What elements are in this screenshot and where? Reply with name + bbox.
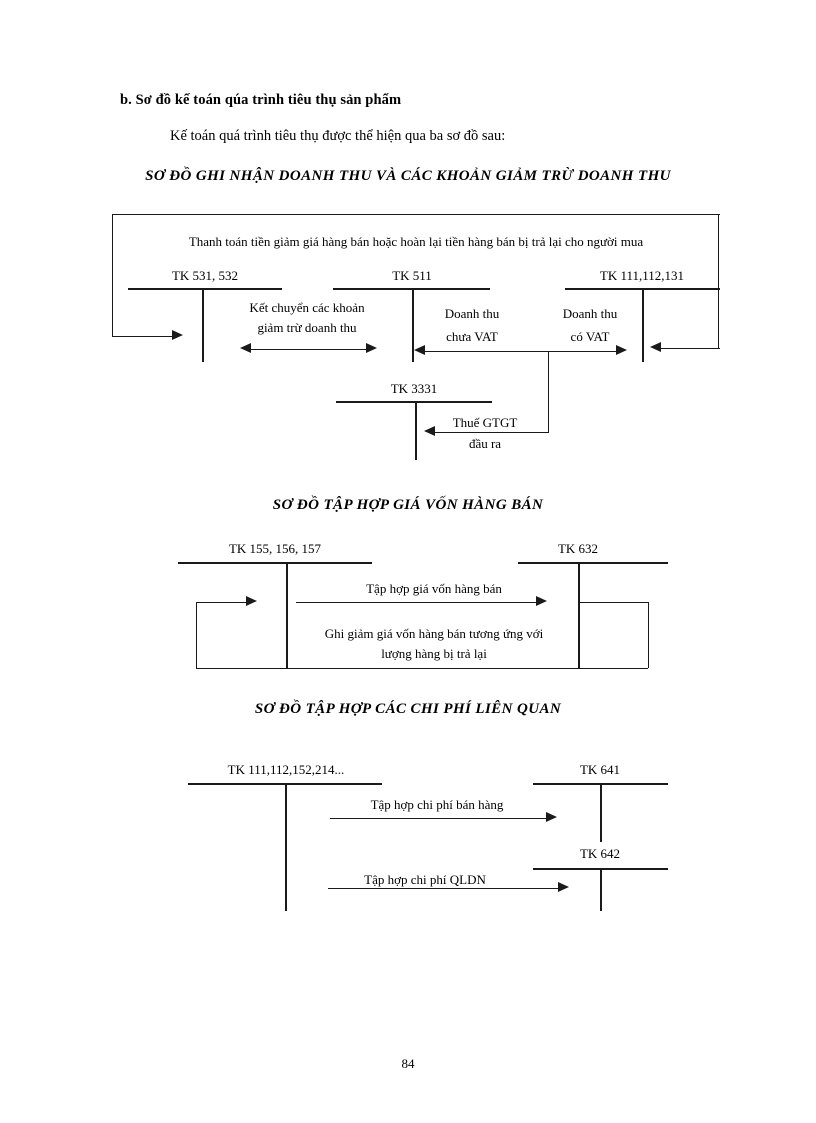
flow-label-selling: Tập hợp chi phí bán hàng xyxy=(370,797,504,812)
revenue-arrow-shaft xyxy=(422,351,618,352)
tk511-stem xyxy=(412,288,414,362)
diagram1-left-riser xyxy=(112,214,113,336)
account-label-tk3331: TK 3331 xyxy=(390,381,438,396)
diagram1-banner-text: Thanh toán tiền giảm giá hàng bán hoặc h… xyxy=(188,234,644,249)
account-label-tk642: TK 642 xyxy=(579,846,621,861)
diagram1-right-arrowhead xyxy=(650,342,661,352)
diagram3-title: SƠ ĐỒ TẬP HỢP CÁC CHI PHÍ LIÊN QUAN xyxy=(254,701,562,717)
selling-arrowhead xyxy=(546,812,557,822)
account-label-tk641: TK 641 xyxy=(579,762,621,777)
admin-arrow-shaft xyxy=(328,888,560,889)
intro-paragraph: Kế toán quá trình tiêu thụ được thể hiện… xyxy=(170,128,506,144)
tk632-stem xyxy=(578,562,580,668)
flow-label-transfer-line2: giảm trừ doanh thu xyxy=(257,320,357,335)
tk531-532-top-rule xyxy=(128,288,282,290)
return-loop-top xyxy=(578,602,648,603)
flow-label-cogs: Tập hợp giá vốn hàng bán xyxy=(366,581,502,596)
diagram2-title: SƠ ĐỒ TẬP HỢP GIÁ VỐN HÀNG BÁN xyxy=(272,497,544,513)
page-number: 84 xyxy=(401,1056,415,1071)
section-heading: b. Sơ đồ kế toán qúa trình tiêu thụ sản … xyxy=(120,92,402,108)
flow-label-return-line1: Ghi giảm giá vốn hàng bán tương ứng với xyxy=(324,626,544,641)
admin-arrowhead xyxy=(558,882,569,892)
flow-label-revenue-gross-line2: có VAT xyxy=(570,329,610,344)
transfer-arrowhead-right xyxy=(366,343,377,353)
diagram1-right-riser xyxy=(718,214,719,348)
tk641-stem xyxy=(600,783,602,842)
diagram1-title: SƠ ĐỒ GHI NHẬN DOANH THU VÀ CÁC KHOẢN GI… xyxy=(145,168,671,184)
transfer-arrowhead-left xyxy=(240,343,251,353)
transfer-arrow-shaft xyxy=(248,349,368,350)
tk531-532-stem xyxy=(202,288,204,362)
account-label-tk531-532: TK 531, 532 xyxy=(171,268,239,283)
account-label-tk632: TK 632 xyxy=(557,541,599,556)
return-loop-left xyxy=(196,602,197,668)
return-loop-bottom xyxy=(196,668,648,669)
flow-label-revenue-net-line2: chưa VAT xyxy=(446,329,498,344)
cogs-arrow-shaft xyxy=(296,602,538,603)
diagram1-top-rail xyxy=(112,214,720,215)
return-loop-right xyxy=(648,602,649,668)
cogs-arrowhead xyxy=(536,596,547,606)
return-loop-head-shaft xyxy=(196,602,248,603)
flow-label-revenue-gross-line1: Doanh thu xyxy=(562,306,618,321)
vat-arrow-shaft xyxy=(432,432,549,433)
tk511-top-rule xyxy=(333,288,490,290)
account-label-tk111-112-131: TK 111,112,131 xyxy=(599,268,685,283)
revenue-arrowhead-right xyxy=(616,345,627,355)
flow-label-transfer-line1: Kết chuyển các khoản xyxy=(249,300,365,315)
return-loop-arrowhead xyxy=(246,596,257,606)
vat-connector-drop xyxy=(548,351,549,432)
diagram1-left-arrowhead xyxy=(172,330,183,340)
flow-label-return-line2: lượng hàng bị trả lại xyxy=(381,646,487,661)
account-label-tk155-156-157: TK 155, 156, 157 xyxy=(228,541,322,556)
tk632-top-rule xyxy=(518,562,668,564)
tk111-152-stem xyxy=(285,783,287,911)
tk155-stem xyxy=(286,562,288,668)
selling-arrow-shaft xyxy=(330,818,548,819)
tk3331-top-rule xyxy=(336,401,492,403)
diagram1-left-return xyxy=(112,336,174,337)
flow-label-revenue-net-line1: Doanh thu xyxy=(444,306,500,321)
tk642-stem xyxy=(600,868,602,911)
flow-label-vat-line2: đầu ra xyxy=(468,436,502,451)
tk3331-stem xyxy=(415,401,417,460)
flow-label-vat-line1: Thuế GTGT xyxy=(452,415,518,430)
flow-label-admin: Tập hợp chi phí QLDN xyxy=(364,872,486,887)
vat-arrowhead-left xyxy=(424,426,435,436)
account-label-tk111-112-152-214: TK 111,112,152,214... xyxy=(227,762,345,777)
revenue-arrowhead-left xyxy=(414,345,425,355)
tk155-top-rule xyxy=(178,562,372,564)
diagram1-right-return xyxy=(658,348,720,349)
tk111-112-131-stem xyxy=(642,288,644,362)
account-label-tk511: TK 511 xyxy=(392,268,432,283)
